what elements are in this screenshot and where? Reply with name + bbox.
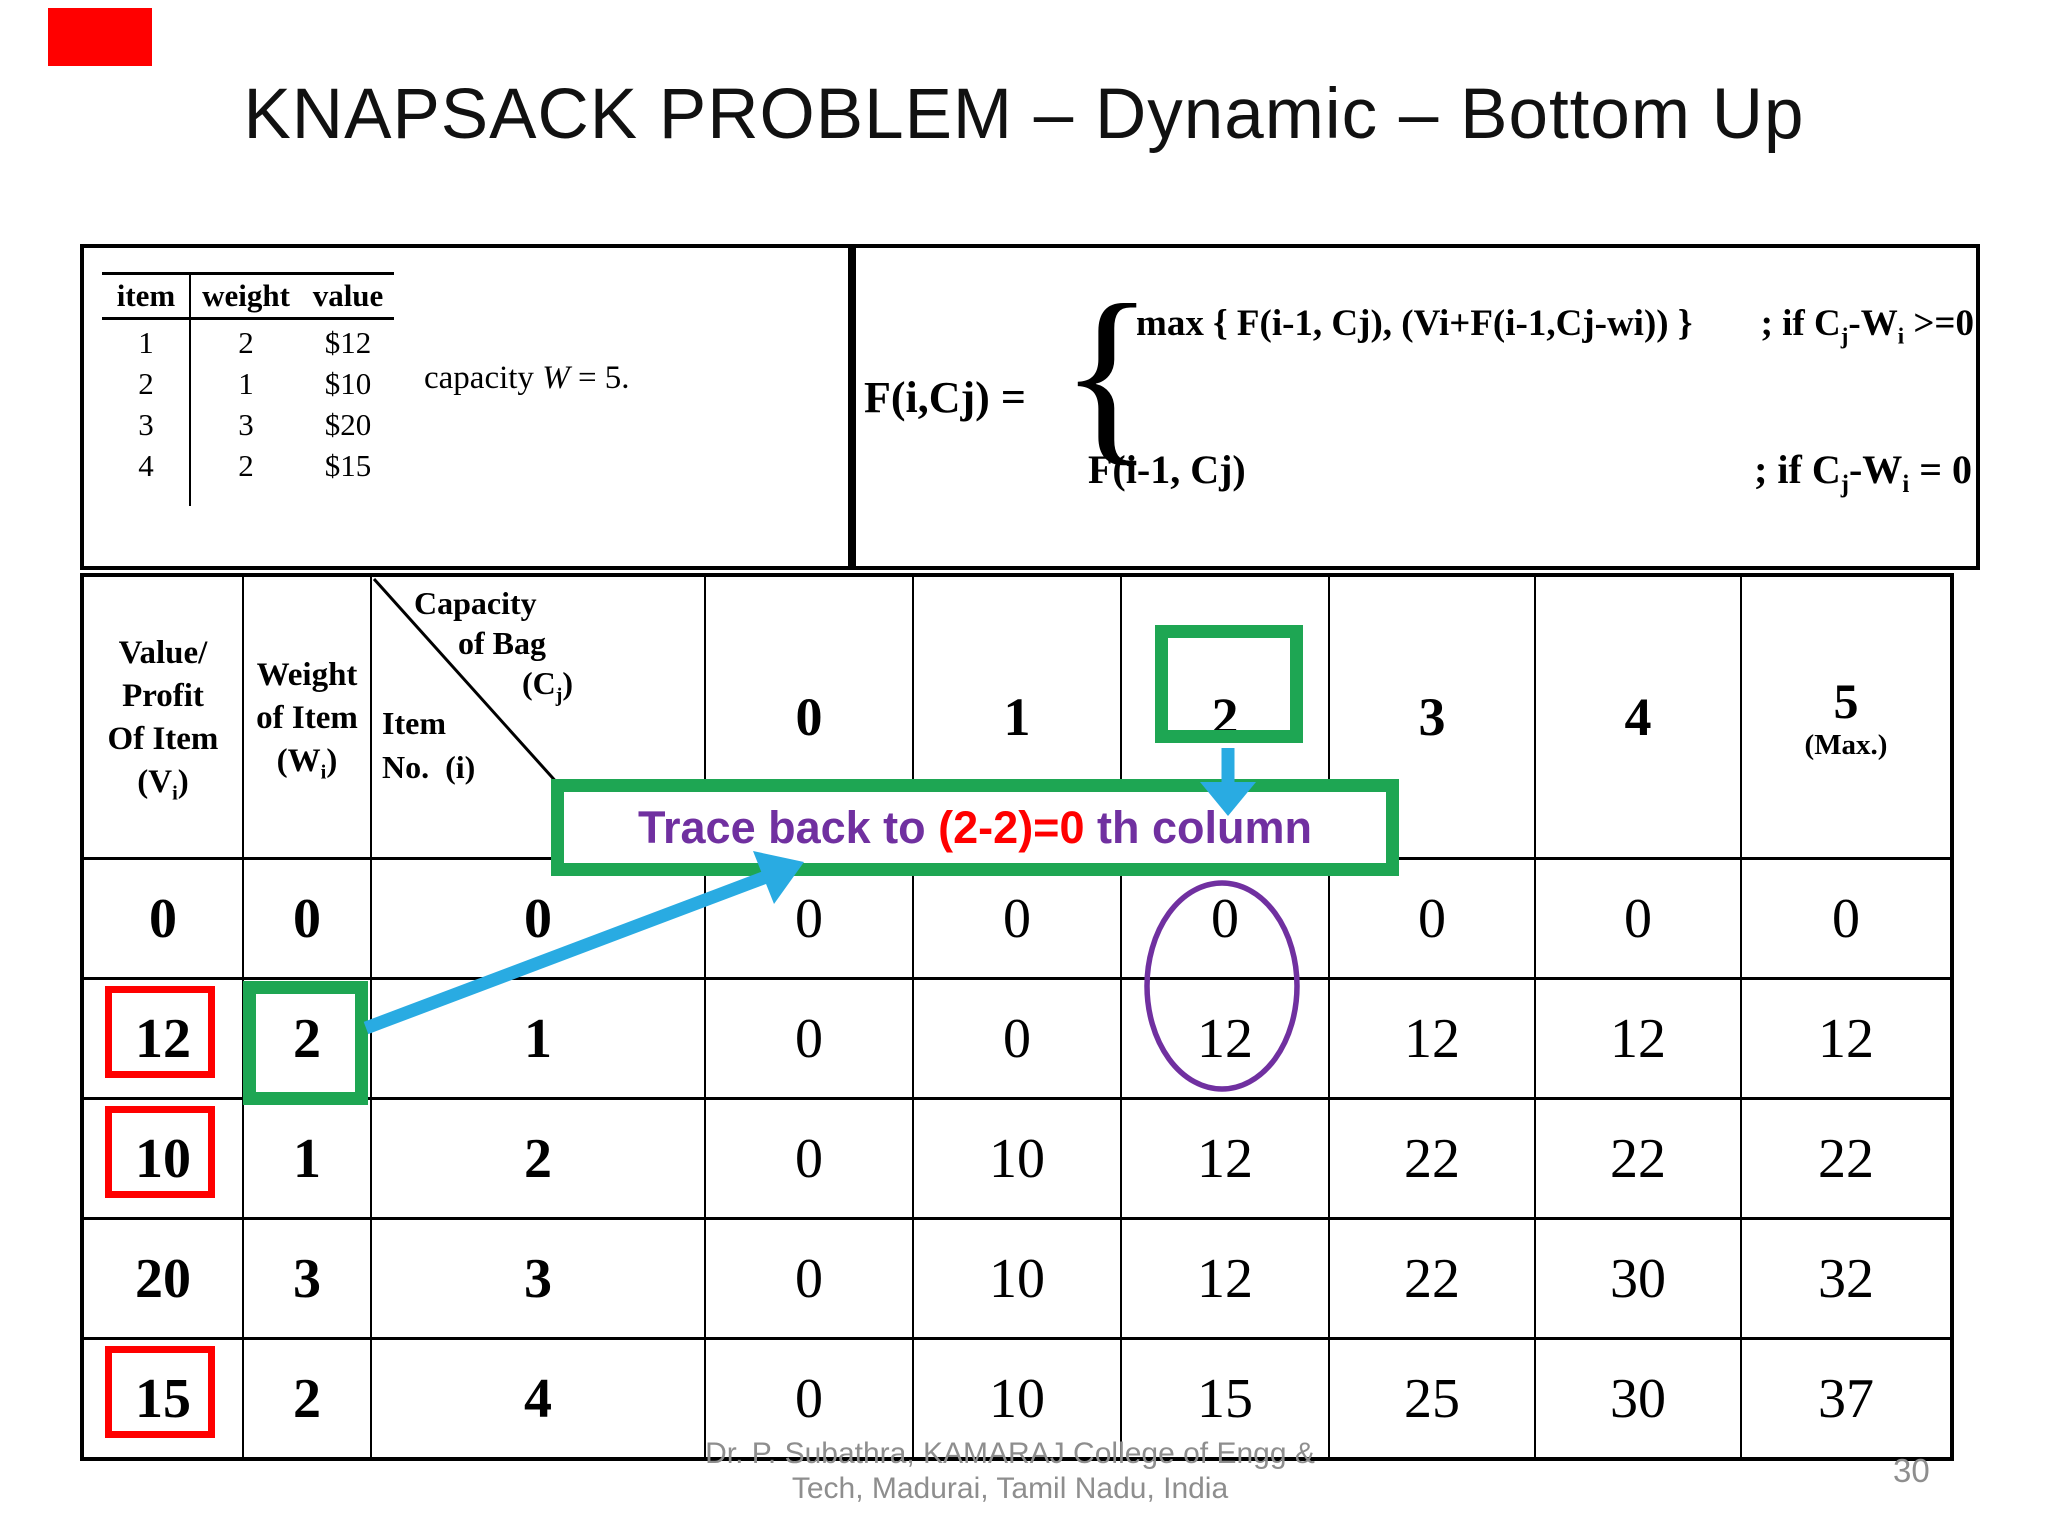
- footer-line1: Dr. P. Subathra, KAMARAJ College of Engg…: [705, 1437, 1315, 1470]
- dp-cell: 32: [1740, 1217, 1950, 1337]
- dp-cell: 0: [704, 1217, 912, 1337]
- green-box-capacity-2: [1155, 625, 1303, 743]
- dp-cell: 0: [704, 1097, 912, 1217]
- dp-cell: 12: [1120, 977, 1328, 1097]
- dp-cell: 12: [1740, 977, 1950, 1097]
- formula-case1: max { F(i-1, Cj), (Vi+F(i-1,Cj-wi)) } ; …: [1136, 302, 1974, 349]
- dp-cell: 30: [1534, 1217, 1740, 1337]
- dp-cell: 22: [1534, 1097, 1740, 1217]
- formula-case1-cond: ; if Cj-Wi >=0: [1760, 303, 1974, 349]
- dp-cell: 15: [84, 1337, 242, 1457]
- dp-cell: 10: [912, 1097, 1120, 1217]
- slide-title: KNAPSACK PROBLEM – Dynamic – Bottom Up: [243, 75, 1805, 154]
- footer-line2: Tech, Madurai, Tamil Nadu, India: [791, 1472, 1229, 1505]
- diag-capacity: Capacity: [414, 585, 537, 621]
- dp-cell: 2: [242, 1337, 370, 1457]
- formula-case2-expr: F(i-1, Cj): [1088, 447, 1246, 492]
- dp-cell: 1: [242, 1097, 370, 1217]
- trace-back-callout: Trace back to (2-2)=0 th column: [551, 779, 1399, 876]
- formula-box: F(i,Cj) = { max { F(i-1, Cj), (Vi+F(i-1,…: [852, 244, 1980, 570]
- dp-cell: 12: [1120, 1217, 1328, 1337]
- red-marker: [48, 8, 152, 66]
- green-box-weight-2: [243, 981, 368, 1105]
- dp-cell: 12: [1120, 1097, 1328, 1217]
- page-number: 30: [1893, 1452, 1930, 1489]
- dp-header-c3: 3: [1328, 577, 1534, 857]
- trace-back-text: Trace back to (2-2)=0 th column: [638, 801, 1312, 853]
- formula-case2-cond: ; if Cj-Wi = 0: [1754, 447, 1972, 498]
- dp-header-c5-max: 5 (Max.): [1740, 577, 1950, 857]
- table-rule-top: [102, 272, 394, 275]
- dp-cell: 10: [84, 1097, 242, 1217]
- dp-cell: 4: [370, 1337, 704, 1457]
- diagonal-divider: [372, 577, 570, 797]
- footer-credit: Dr. P. Subathra, KAMARAJ College of Engg…: [560, 1436, 1460, 1506]
- dp-cell: 15: [1120, 1337, 1328, 1457]
- dp-cell: 37: [1740, 1337, 1950, 1457]
- diag-item-no: No. (i): [382, 749, 476, 785]
- red-box-value-12: [105, 986, 215, 1078]
- dp-header-value: Value/ Profit Of Item (Vi): [107, 635, 219, 805]
- capacity-note: capacity W = 5.: [424, 360, 630, 396]
- dp-header-capacity-item: Capacity of Bag (Cj) Item No. (i): [370, 577, 704, 857]
- dp-cell: 3: [242, 1217, 370, 1337]
- dp-cell: 22: [1328, 1217, 1534, 1337]
- diag-cj: (Cj): [522, 665, 574, 707]
- diag-item: Item: [382, 705, 446, 741]
- dp-header-c1: 1: [912, 577, 1120, 857]
- dp-cell: 12: [1534, 977, 1740, 1097]
- col-weight: weight: [202, 278, 290, 313]
- col-value: value: [312, 278, 384, 313]
- dp-cell: 0: [84, 857, 242, 977]
- dp-cell: 22: [1328, 1097, 1534, 1217]
- dp-cell: 12: [1328, 977, 1534, 1097]
- dp-header-c4: 4: [1534, 577, 1740, 857]
- dp-cell: 12: [84, 977, 242, 1097]
- dp-cell: 0: [1740, 857, 1950, 977]
- table-rule-header: [102, 317, 394, 320]
- table-divider: [189, 272, 191, 506]
- dp-header-c0: 0: [704, 577, 912, 857]
- dp-cell: 0: [912, 977, 1120, 1097]
- dp-cell: 0: [704, 1337, 912, 1457]
- dp-header-weight: Weight of Item (Wi): [242, 577, 370, 857]
- red-box-value-10: [105, 1106, 215, 1198]
- dp-cell: 0: [242, 857, 370, 977]
- item-table-header: item weight value: [102, 278, 394, 314]
- formula-case2: F(i-1, Cj) ; if Cj-Wi = 0: [1088, 446, 1972, 499]
- dp-cell: 25: [1328, 1337, 1534, 1457]
- col-item: item: [116, 278, 176, 313]
- dp-cell: 1: [370, 977, 704, 1097]
- dp-cell: 10: [912, 1217, 1120, 1337]
- formula-case1-expr: max { F(i-1, Cj), (Vi+F(i-1,Cj-wi)) }: [1136, 303, 1693, 344]
- dp-cell: 20: [84, 1217, 242, 1337]
- diag-of-bag: of Bag: [458, 625, 546, 661]
- red-box-value-15: [105, 1346, 215, 1438]
- dp-cell: 0: [704, 977, 912, 1097]
- dp-cell: 10: [912, 1337, 1120, 1457]
- dp-cell: 0: [1328, 857, 1534, 977]
- dp-cell: 30: [1534, 1337, 1740, 1457]
- formula-lhs: F(i,Cj) =: [864, 373, 1026, 422]
- dp-cell: 22: [1740, 1097, 1950, 1217]
- dp-cell: 3: [370, 1217, 704, 1337]
- dp-cell: 2: [370, 1097, 704, 1217]
- formula-brace: {: [1060, 265, 1155, 482]
- dp-cell: 0: [1534, 857, 1740, 977]
